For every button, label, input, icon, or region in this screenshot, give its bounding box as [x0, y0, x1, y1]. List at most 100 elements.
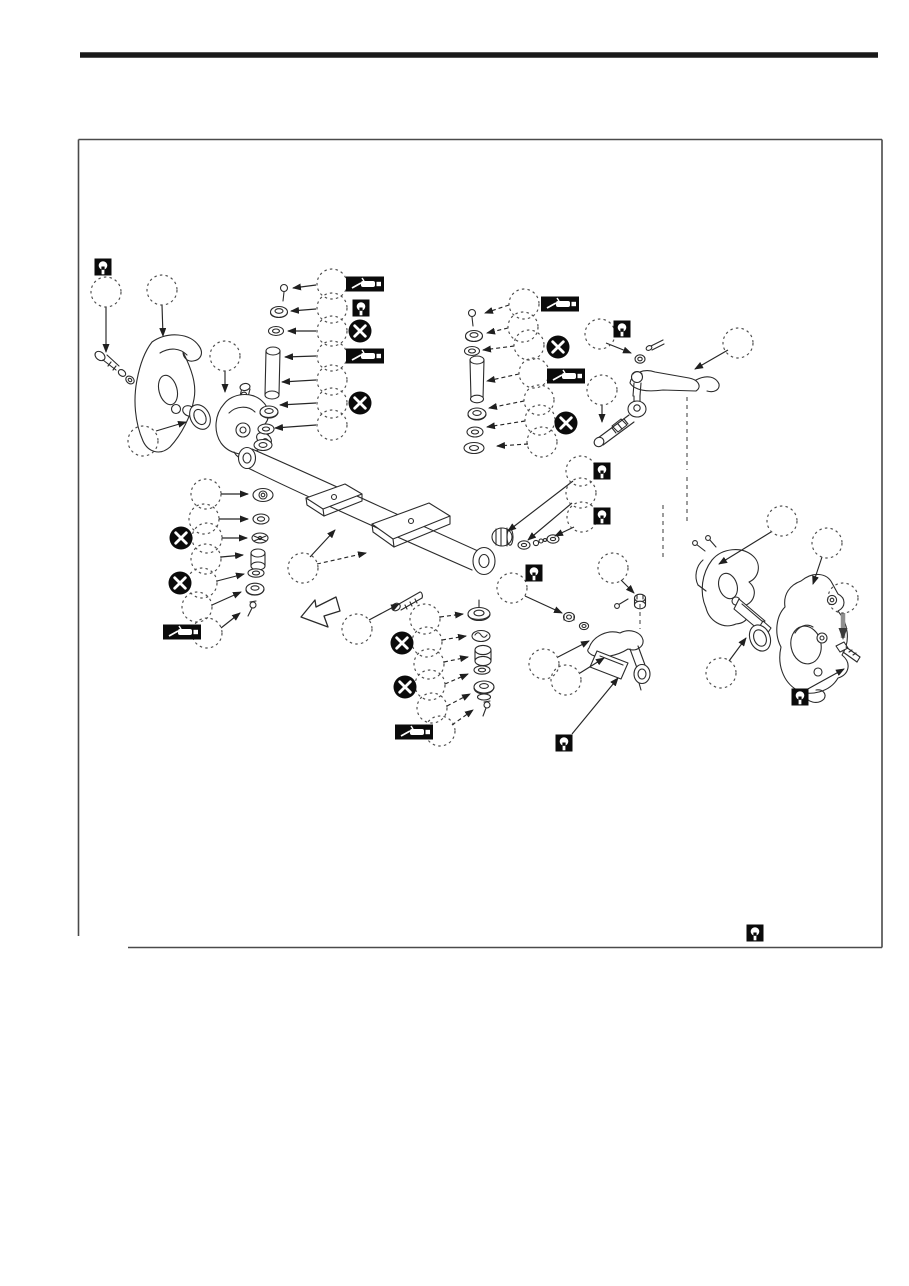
part-arm-pivot-parts-shape: [247, 568, 265, 578]
callout-c32: [414, 669, 446, 701]
part-crossmember-bolt-shape: [414, 598, 418, 604]
callout-c07: [316, 315, 348, 347]
part-idler-arm-assembly-shape: [638, 682, 642, 691]
part-crossmember-shape: [305, 497, 325, 517]
part-kingpin-spindle: [692, 535, 772, 635]
part-steering-knuckle-center-shape: [239, 382, 251, 392]
part-knuckle-bolt-shape: [848, 649, 853, 653]
tightening-torque-icon: [529, 567, 539, 576]
tightening-torque-icon: [798, 696, 802, 701]
part-strut-bar-right-parts-shape: [469, 359, 472, 400]
leader-arrow: [507, 480, 574, 532]
grease-gun-icon: [178, 625, 182, 630]
part-strut-bar-left-parts: [253, 283, 289, 452]
callout-c46: [827, 582, 859, 614]
part-arm-pivot-parts-shape: [245, 588, 265, 596]
part-strut-bar-left-parts-shape: [274, 308, 284, 314]
part-knuckle-arm-bolt-shape: [106, 354, 120, 367]
tightening-torque-icon: [750, 927, 760, 936]
leader-arrow: [368, 603, 400, 621]
part-kingpin-spindle-shape: [717, 572, 739, 600]
part-crossmember-shape: [330, 493, 338, 501]
part-crossmember-shape: [251, 448, 479, 552]
leader-arrow: [211, 591, 242, 606]
leader-arrow: [486, 327, 509, 335]
part-strut-bar-left-parts-shape: [253, 438, 273, 452]
callout-c05: [316, 268, 348, 300]
do-not-reuse-badge: [390, 631, 414, 655]
tightening-torque-icon: [600, 515, 604, 520]
tightening-torque-icon: [559, 737, 569, 746]
callout-c21: [586, 374, 618, 406]
part-oil-seal-left: [189, 404, 211, 430]
tightening-torque-icon: [597, 510, 607, 519]
leader-arrow: [694, 349, 729, 370]
callout-c30: [411, 626, 443, 658]
part-tie-rod-shape: [602, 421, 635, 446]
callout-c04: [127, 425, 159, 457]
part-drag-link-shape: [650, 339, 664, 347]
grease-gun-icon: [361, 349, 365, 354]
callout-c27: [287, 552, 319, 584]
part-steering-knuckle-arm-shape: [159, 348, 188, 356]
torque-badge: [746, 924, 764, 942]
part-arm-pivot-parts-shape: [249, 600, 257, 603]
part-drag-link-shape: [632, 371, 643, 375]
leader-arrow: [524, 595, 563, 614]
callout-c26: [597, 552, 629, 584]
do-not-reuse-badge: [168, 571, 192, 595]
part-strut-bar-left-parts-shape: [267, 325, 285, 337]
part-crossmember-bushing-set-shape: [538, 538, 544, 544]
part-idler-arm-assembly-shape: [581, 623, 587, 629]
leader-arrow: [812, 556, 823, 585]
part-strut-lower-mount-parts-shape: [483, 700, 491, 703]
part-kingpin-spindle-shape: [692, 540, 698, 546]
part-strut-lower-mount-parts-shape: [473, 665, 491, 675]
part-steering-knuckle-right: [776, 573, 849, 703]
part-kingpin-spindle-shape: [695, 559, 704, 586]
part-tie-rod-shape: [611, 427, 617, 434]
callout-c25: [496, 572, 528, 604]
part-knuckle-arm-bolt-shape: [94, 350, 106, 362]
part-crossmember-bushing-set-shape: [517, 540, 531, 550]
part-knuckle-arm-bolt-shape: [125, 375, 135, 385]
tightening-torque-icon: [562, 742, 566, 747]
callout-c11: [316, 409, 348, 441]
grease-gun-icon: [410, 725, 414, 730]
part-arm-pivot-parts-shape: [253, 535, 267, 542]
do-not-reuse-icon: [559, 416, 573, 430]
torque-badge: [352, 299, 370, 317]
leader-arrow: [441, 633, 467, 641]
leader-arrow: [281, 378, 317, 386]
tightening-torque-icon: [359, 307, 363, 312]
callout-c06: [316, 292, 348, 324]
leader-arrow: [718, 531, 772, 565]
part-crossmember-shape: [244, 449, 478, 570]
grease-gun-icon: [193, 629, 198, 635]
leader-arrow: [309, 529, 336, 558]
tightening-torque-icon: [795, 691, 805, 700]
part-tie-rod-shape: [593, 436, 605, 448]
callout-c44: [766, 505, 798, 537]
part-drag-link-shape: [637, 356, 643, 362]
leader-arrow: [274, 423, 317, 431]
part-strut-lower-mount-parts-shape: [474, 655, 492, 667]
torque-badge: [791, 688, 809, 706]
leader-arrow: [451, 709, 474, 726]
part-strut-bar-left-parts-shape: [258, 442, 268, 448]
part-strut-bar-left-parts-shape: [264, 408, 274, 414]
grease-gun-icon: [546, 302, 557, 309]
callout-c35: [190, 478, 222, 510]
tightening-torque-icon: [532, 575, 536, 581]
do-not-reuse-icon: [398, 680, 412, 694]
callout-c29: [409, 603, 441, 635]
grease-badge: [346, 348, 384, 364]
part-knuckle-bolt-shape: [856, 656, 861, 663]
callout-c31: [413, 648, 445, 680]
part-drag-link-shape: [639, 382, 642, 397]
leader-arrow: [446, 693, 471, 707]
torque-badge: [555, 734, 573, 752]
leader-arrow: [444, 673, 469, 685]
part-steering-knuckle-right-shape: [776, 573, 849, 694]
leader-arrow: [316, 551, 367, 565]
